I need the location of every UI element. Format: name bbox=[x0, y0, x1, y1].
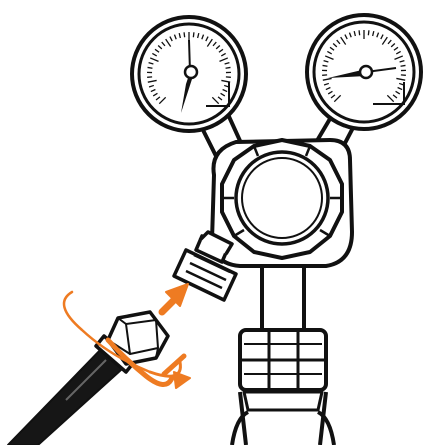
regulator-knob-icon bbox=[222, 140, 342, 258]
gauge-tick bbox=[226, 67, 231, 68]
gauge-tick bbox=[148, 67, 153, 68]
gauge-tick bbox=[359, 30, 360, 35]
gauge-tick bbox=[184, 32, 185, 37]
gauge-tick bbox=[193, 32, 194, 37]
gauge-tick bbox=[368, 30, 369, 35]
gas-cylinder bbox=[232, 330, 334, 445]
left-pressure-gauge-icon bbox=[132, 17, 246, 131]
hose-icon bbox=[8, 312, 168, 445]
gauge-tick bbox=[323, 65, 328, 66]
gauge-tick bbox=[401, 65, 406, 66]
arrow-up-right-icon bbox=[162, 284, 188, 312]
right-pressure-gauge-icon bbox=[307, 15, 421, 129]
